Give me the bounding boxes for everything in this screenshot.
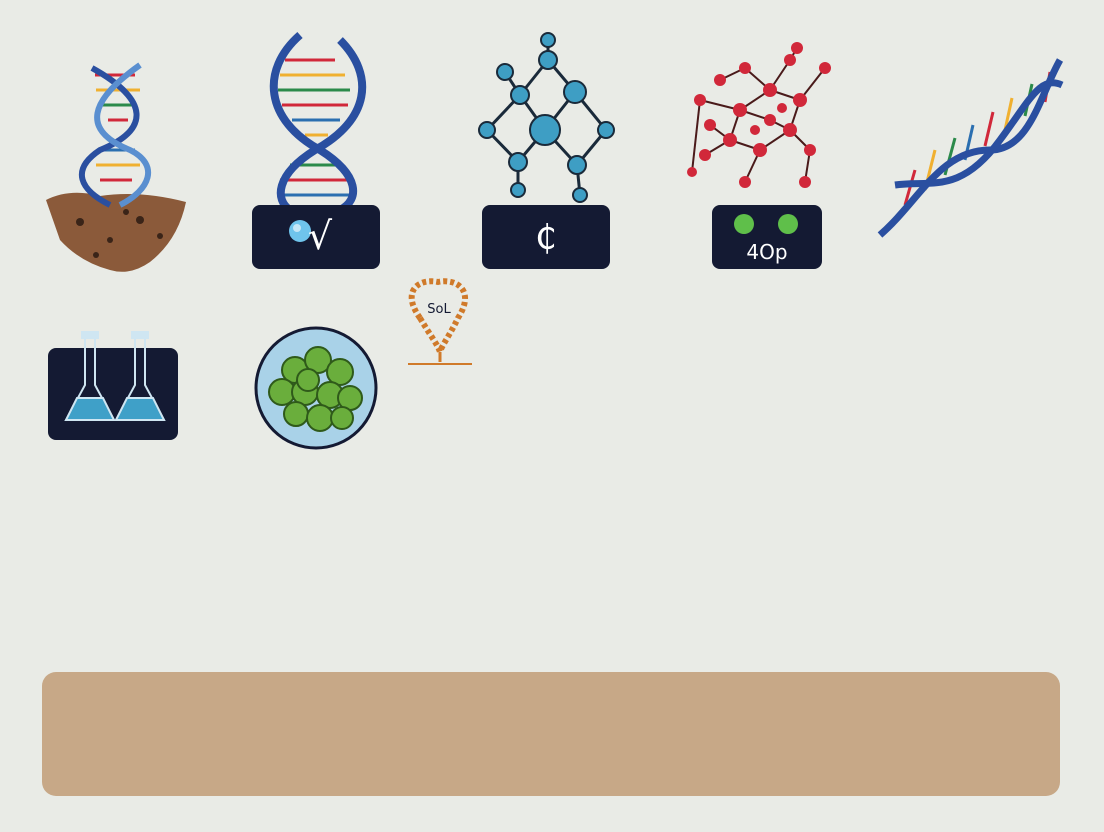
dna-dark-panel xyxy=(252,205,380,269)
dna-helix-icon xyxy=(269,31,367,214)
dna-on-soil-icon xyxy=(46,62,186,272)
molecule-box-symbol: ₵ xyxy=(535,218,557,258)
dna-box-symbol: √ xyxy=(307,214,333,258)
green-cluster-icon xyxy=(254,326,378,450)
soil-band xyxy=(42,672,1060,796)
red-atom-cluster-icon xyxy=(687,42,831,188)
necklace-label: SoL xyxy=(427,302,451,317)
cluster-box-text: 4Op xyxy=(746,240,788,264)
flasks-dark-panel xyxy=(48,348,178,440)
necklace-icon xyxy=(408,278,472,365)
molecule-dark-panel xyxy=(482,205,610,269)
flask-icon xyxy=(64,331,166,421)
diagonal-dna-icon xyxy=(877,58,1064,238)
